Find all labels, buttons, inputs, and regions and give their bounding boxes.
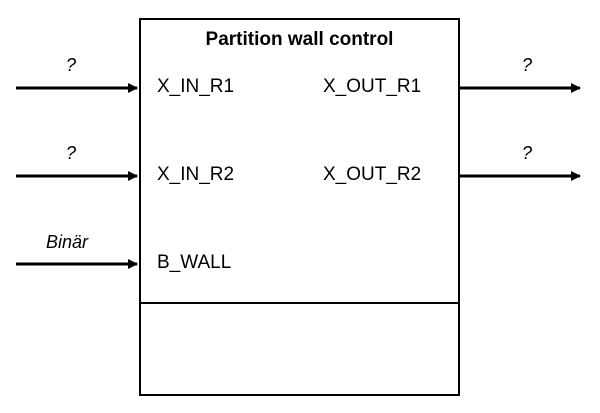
output-port-x-out-r2: X_OUT_R2 bbox=[323, 164, 422, 185]
output-signal-label-1: ? bbox=[522, 55, 533, 75]
output-signal-label-2: ? bbox=[522, 143, 533, 163]
input-signal-label-3: Binär bbox=[46, 232, 89, 252]
block-title: Partition wall control bbox=[205, 29, 394, 50]
input-port-b-wall: B_WALL bbox=[157, 252, 232, 273]
partition-wall-control-block: Partition wall control X_IN_R1 X_IN_R2 B… bbox=[139, 18, 460, 396]
input-signal-label-2: ? bbox=[66, 143, 77, 163]
input-signal-label-1: ? bbox=[66, 55, 77, 75]
output-port-x-out-r1: X_OUT_R1 bbox=[323, 76, 422, 97]
block-divider bbox=[141, 302, 458, 304]
input-port-x-in-r1: X_IN_R1 bbox=[157, 76, 235, 97]
input-port-x-in-r2: X_IN_R2 bbox=[157, 164, 235, 185]
